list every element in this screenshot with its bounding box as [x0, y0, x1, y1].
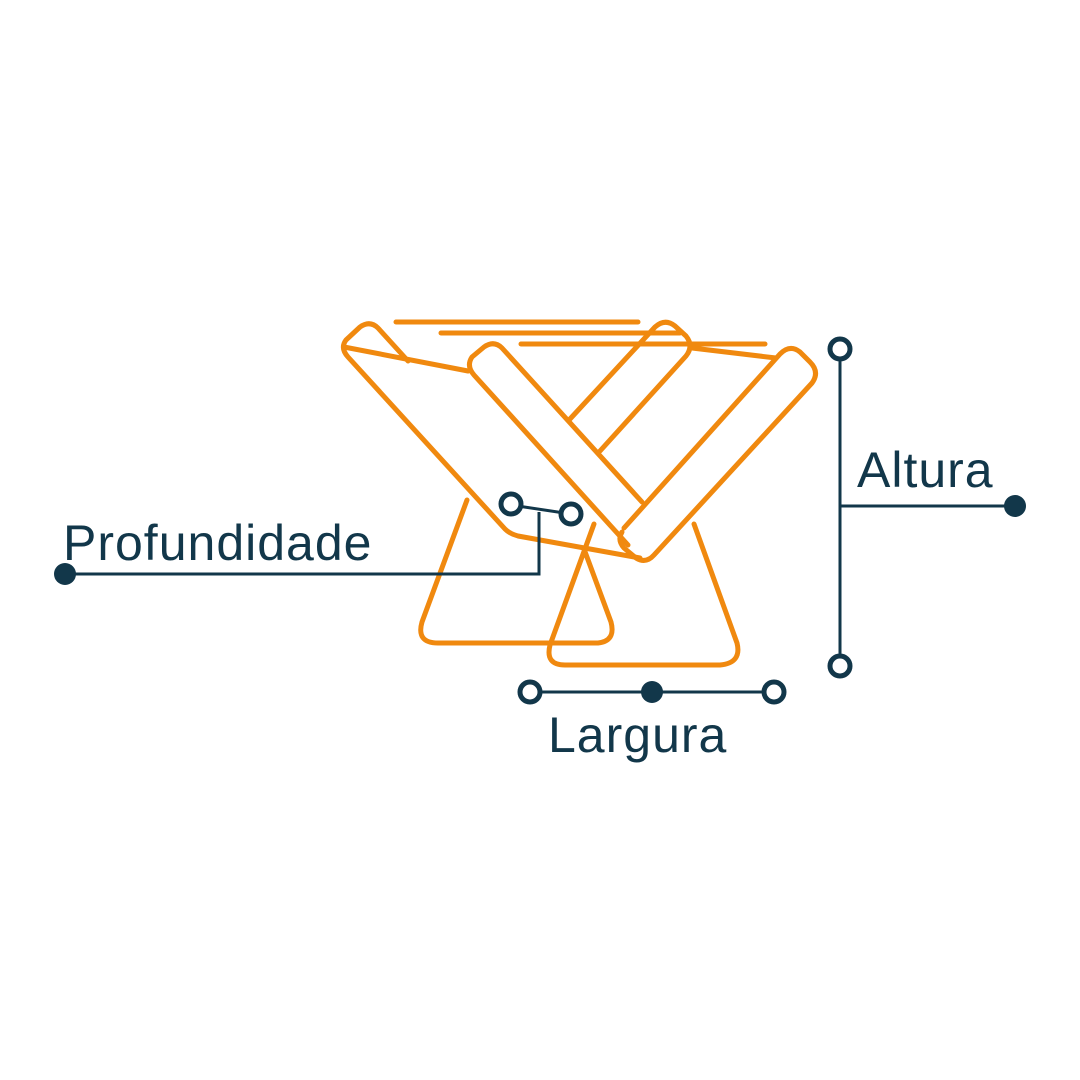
depth-dimension: Profundidade [54, 491, 584, 585]
height-line [838, 349, 1015, 666]
chair-right-leg [546, 521, 741, 668]
depth-ring-2 [558, 501, 584, 527]
width-center-dot [641, 681, 663, 703]
width-left-ring [517, 679, 543, 705]
depth-ring-1 [498, 491, 524, 517]
width-right-ring [761, 679, 787, 705]
width-label: Largura [548, 707, 727, 763]
depth-end-dot [54, 563, 76, 585]
depth-line [65, 512, 541, 576]
height-label: Altura [857, 442, 994, 498]
height-end-dot [1004, 495, 1026, 517]
chair-right-back-line [689, 345, 779, 361]
width-dimension: Largura [517, 679, 787, 763]
height-dimension: Altura [827, 336, 1026, 679]
chair-right-plank [617, 346, 818, 563]
height-bottom-ring [827, 653, 853, 679]
folding-chair-outline [340, 319, 818, 668]
chair-left-leg [418, 497, 615, 646]
chair-middle-plank [466, 341, 645, 548]
chair-rear-upright [567, 319, 693, 454]
height-top-ring [827, 336, 853, 362]
depth-label: Profundidade [63, 515, 372, 571]
chair-back-line [341, 344, 471, 374]
